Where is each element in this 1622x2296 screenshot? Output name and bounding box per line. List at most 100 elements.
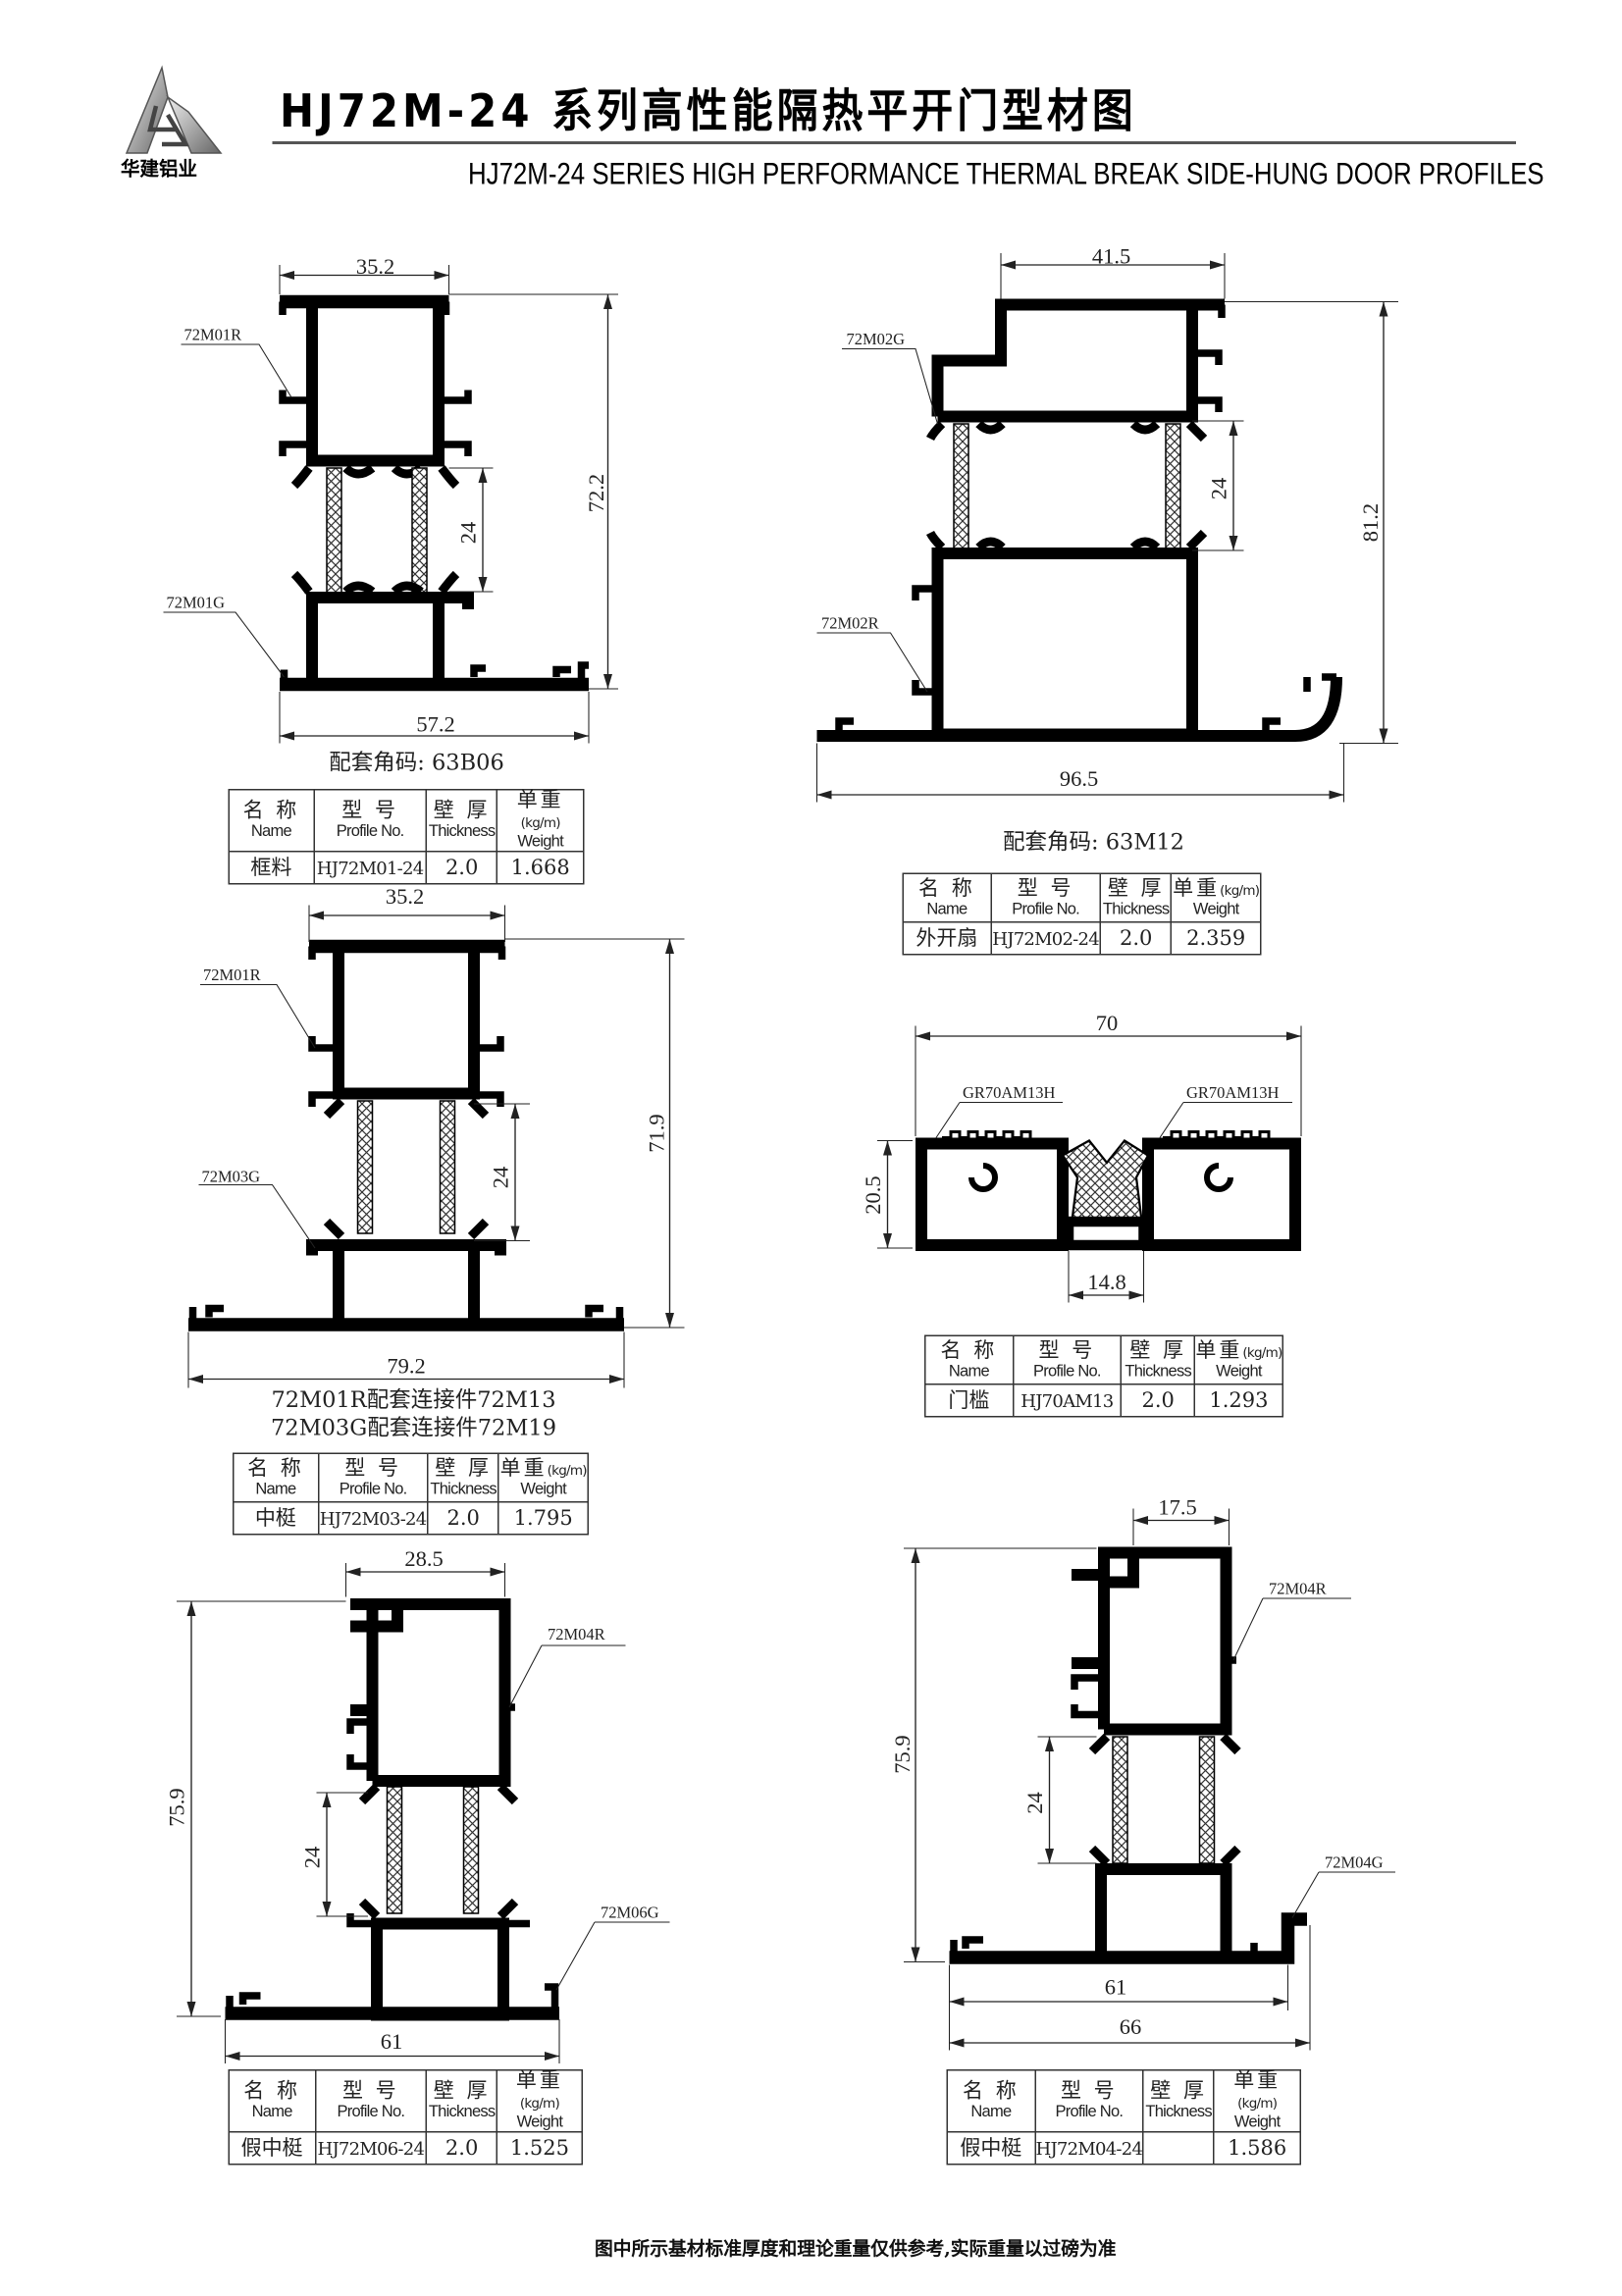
table-cell: 2.0: [1120, 1383, 1196, 1418]
table-cell-text: 型 号: [341, 799, 398, 823]
company-logo-text: 华建铝业: [121, 159, 198, 182]
part-label: 72M02G: [847, 330, 906, 348]
table-cell: HJ72M02-24: [989, 921, 1102, 956]
part-label: 72M01G: [167, 594, 226, 612]
dim-bottom-width: 61: [381, 2029, 403, 2054]
dim-bottom-width: 57.2: [416, 712, 454, 737]
table-cell-text: Profile No.: [1012, 900, 1080, 918]
table-cell: HJ72M06-24: [314, 2131, 428, 2166]
table-cell-text: 名 称: [242, 799, 300, 823]
profile-72m02-drawing: 41.5 81.2 24 96.5 72M02G 72M02R 配套角码: 63…: [815, 244, 1398, 856]
part-label: GR70AM13H: [963, 1083, 1056, 1102]
dim-insulation: 24: [1022, 1792, 1047, 1814]
part-label: GR70AM13H: [1186, 1083, 1280, 1102]
table-cell-text: Weight: [1216, 1362, 1262, 1381]
dim-height: 75.9: [165, 1788, 189, 1826]
table-cell: 门槛: [924, 1383, 1014, 1418]
dim-bottom-width: 61: [1105, 1975, 1127, 2000]
dim-height: 72.2: [584, 474, 608, 512]
table-cell: [1142, 2131, 1215, 2166]
table-cell-text: (kg/m): [1237, 2097, 1278, 2113]
table-cell: 单重 (kg/m)Weight: [496, 789, 585, 853]
table-cell-text: (kg/m): [1242, 1345, 1282, 1361]
table-cell-text: 壁 厚: [1129, 1338, 1187, 1363]
dim-insulation: 24: [489, 1167, 513, 1189]
table-cell: 1.293: [1193, 1383, 1283, 1418]
page-title: HJ72M-24 系列高性能隔热平开门型材图: [280, 85, 1137, 138]
dim-top-width: 35.2: [356, 254, 394, 279]
part-label: 72M02R: [821, 614, 879, 633]
table-cell-text: 壁 厚: [433, 799, 491, 823]
part-label: 72M04G: [1325, 1853, 1384, 1872]
dim-height: 81.2: [1358, 503, 1383, 542]
table-cell: 单重(kg/m)Weight: [497, 1452, 589, 1503]
dim-top-width: 28.5: [404, 1546, 443, 1571]
table-cell-text: Thickness: [428, 2103, 496, 2121]
table-cell-text: Name: [250, 822, 292, 841]
table-cell: 假中梃: [228, 2131, 316, 2166]
dim-bottom-width: 96.5: [1060, 766, 1098, 791]
table-cell-text: Weight: [516, 2113, 563, 2131]
table-cell-text: 单重: [516, 789, 564, 812]
table-cell-text: 单重(kg/m): [1215, 2071, 1300, 2113]
table-cell-text: Profile No.: [1055, 2103, 1124, 2121]
table-cell-text: Profile No.: [336, 822, 405, 841]
table-cell-text: (kg/m): [520, 816, 561, 832]
profile-72m01-drawing: 35.2 72.2 24 57.2 72M01R 72M01G 配套角码: 63…: [163, 254, 618, 776]
dim-height: 75.9: [890, 1735, 915, 1773]
connector-note: 72M03G配套连接件72M19: [271, 1416, 556, 1441]
table-cell-text: Name: [948, 1362, 990, 1381]
table-cell: 单重(kg/m)Weight: [1193, 1334, 1283, 1385]
table-cell-text: Weight: [517, 833, 563, 851]
dim-top-width: 41.5: [1092, 244, 1130, 269]
table-cell-text: Weight: [520, 1480, 566, 1498]
table-cell: 2.0: [425, 2131, 498, 2166]
profile-72m06-drawing: 28.5 75.9 24 61 72M04R 72M06G: [165, 1546, 670, 2063]
table-cell-text: 壁 厚: [1150, 2079, 1207, 2104]
table-cell-text: Weight: [1233, 2113, 1281, 2131]
table-cell-text: Weight: [1192, 900, 1239, 918]
table-cell-text: Name: [970, 2103, 1012, 2121]
table-cell-text: (kg/m): [519, 2097, 560, 2113]
table-cell-text: Name: [251, 2103, 293, 2121]
table-cell-text: 单重(kg/m): [497, 2071, 581, 2113]
table-cell-text: (kg/m): [547, 1463, 588, 1479]
table-cell-text: 名 称: [247, 1456, 304, 1481]
table-cell: 2.359: [1170, 921, 1262, 956]
table-cell: 1.668: [496, 851, 585, 885]
profile-hj70am13-drawing: 70 20.5 14.8 GR70AM13H GR70AM13H: [861, 1011, 1302, 1303]
title-divider: [272, 141, 1516, 144]
table-cell-text: (kg/m): [1220, 883, 1260, 899]
table-cell-text: 型 号: [1061, 2079, 1118, 2104]
table-cell-text: Thickness: [428, 822, 496, 841]
part-label: 72M04R: [548, 1625, 605, 1644]
dim-insulation: 24: [456, 522, 481, 545]
table-cell-text: 名 称: [963, 2079, 1020, 2104]
dim-top-width: 17.5: [1158, 1495, 1196, 1520]
table-cell: 1.795: [497, 1501, 589, 1536]
table-cell-text: Profile No.: [1032, 1362, 1102, 1381]
table-cell-text: 单重(kg/m): [499, 1458, 588, 1479]
table-cell: 外开扇: [902, 921, 992, 956]
